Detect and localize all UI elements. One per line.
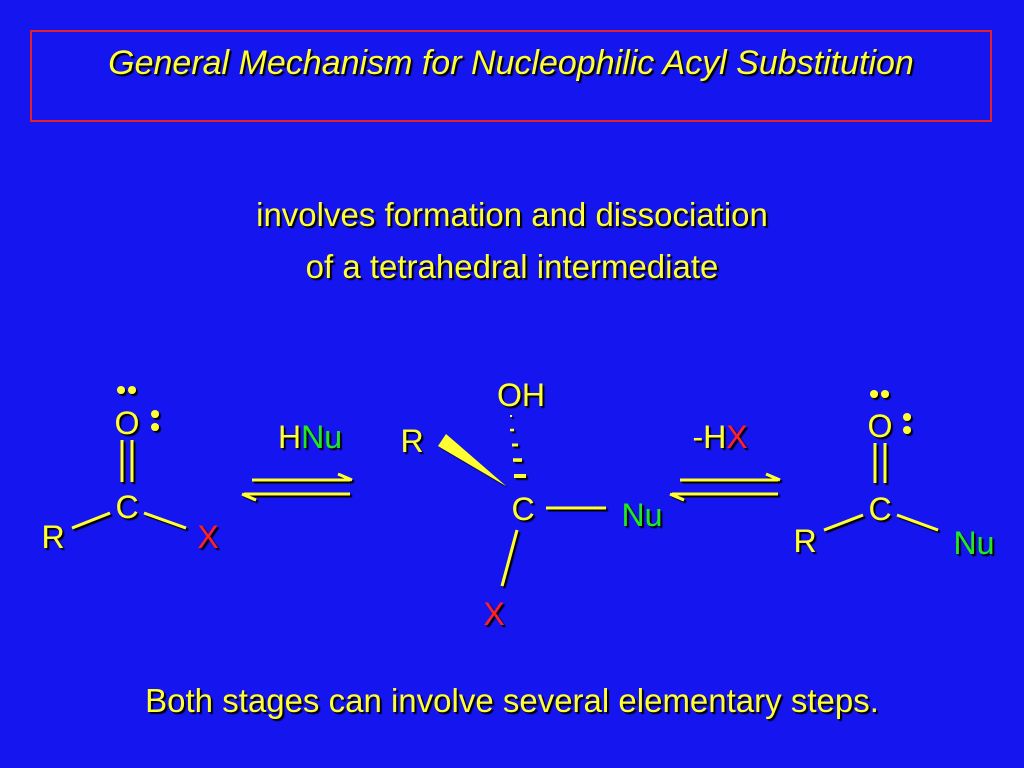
nucleophile-nu: Nu (954, 525, 995, 561)
oxygen-atom: O (868, 408, 893, 444)
subtitle-line-1: involves formation and dissociation (256, 196, 768, 233)
carbon-atom: C (115, 489, 138, 525)
bond-c-r (71, 511, 111, 530)
lone-pair-dot (117, 386, 125, 394)
leaving-group-x: X (483, 596, 504, 632)
lone-pair-dot (870, 390, 878, 398)
carbon-atom: C (511, 491, 534, 527)
reverse-arrowhead (241, 492, 257, 502)
r-group: R (793, 523, 816, 559)
bond-c-r (823, 513, 864, 532)
forward-arrowhead (765, 472, 781, 482)
footer-note: Both stages can involve several elementa… (145, 682, 879, 719)
oxygen-atom: O (115, 405, 140, 441)
bond-c-x (143, 511, 187, 530)
reverse-arrowhead (669, 492, 685, 502)
reagent-h: H (278, 419, 301, 455)
leaving-group-x: X (197, 519, 218, 555)
reagent-hnu: HNu (278, 419, 342, 455)
bond-c-x (500, 529, 519, 587)
reagent-x: X (726, 419, 747, 455)
tetrahedral-intermediate: OH R C Nu X (400, 377, 662, 632)
step1-equilibrium: HNu (241, 419, 353, 502)
r-group: R (400, 423, 423, 459)
solid-wedge-bond (438, 434, 506, 486)
reactant-acyl-compound: O C R X (41, 386, 219, 555)
slide-title: General Mechanism for Nucleophilic Acyl … (108, 44, 914, 82)
reagent-minus-h: -H (692, 419, 726, 455)
bond-c-nu (896, 513, 939, 532)
lone-pair-dot (903, 426, 911, 434)
title-box: General Mechanism for Nucleophilic Acyl … (30, 30, 992, 122)
step2-equilibrium: -HX (669, 419, 781, 502)
forward-arrowhead (337, 472, 353, 482)
lone-pair-dot (903, 413, 911, 421)
carbon-atom: C (868, 491, 891, 527)
subtitle-line-2: of a tetrahedral intermediate (305, 248, 719, 285)
reagent-nu: Nu (301, 419, 342, 455)
nucleophile-nu: Nu (622, 497, 663, 533)
hydroxyl-group: OH (497, 377, 545, 413)
lone-pair-dot (881, 390, 889, 398)
lone-pair-dot (151, 410, 159, 418)
lone-pair-dot (151, 423, 159, 431)
r-group: R (41, 519, 64, 555)
lone-pair-dot (128, 386, 136, 394)
reagent-minus-hx: -HX (692, 419, 747, 455)
product-acyl-compound: O C R Nu (793, 390, 994, 561)
